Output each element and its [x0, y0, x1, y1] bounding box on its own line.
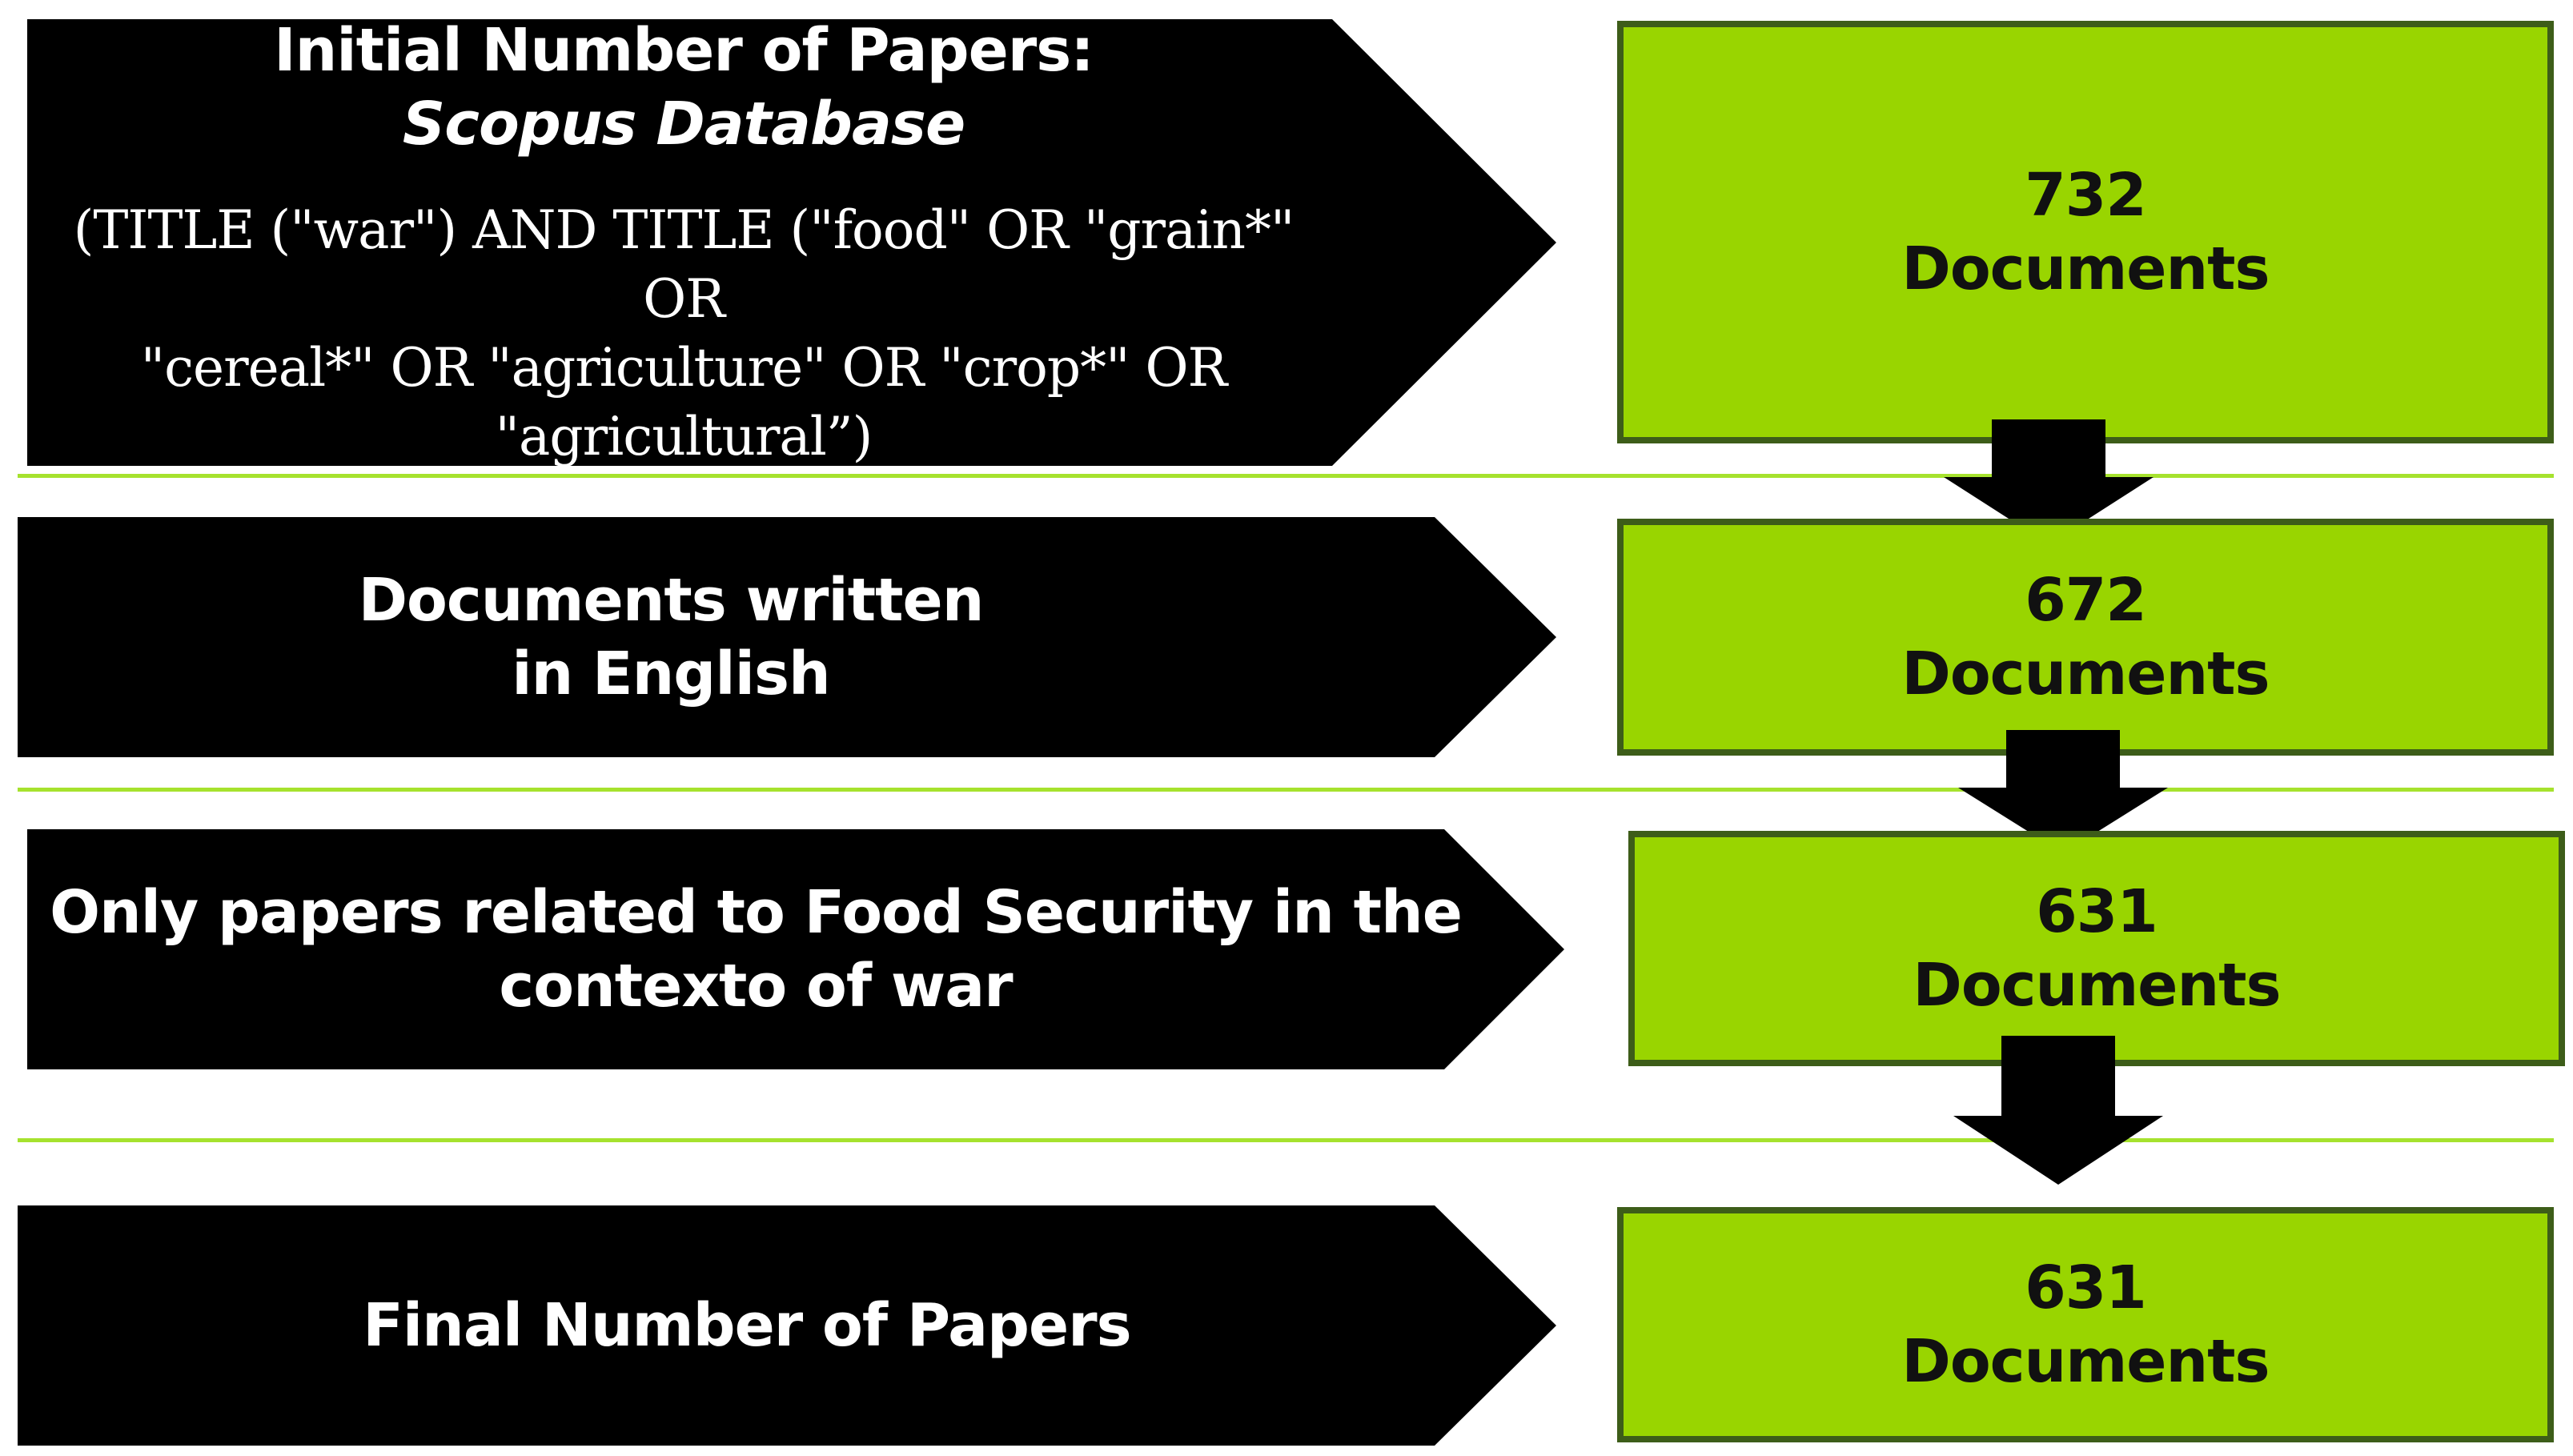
- document-count: 672: [2025, 566, 2146, 635]
- stage-title: Initial Number of Papers:: [274, 16, 1094, 85]
- search-query-line: "agricultural”): [495, 406, 873, 467]
- count-box-english: 672 Documents: [1617, 519, 2554, 756]
- count-box-final: 631 Documents: [1617, 1207, 2554, 1442]
- stage-title-line: in English: [512, 640, 830, 708]
- stage-food-security-filter: Only papers related to Food Security in …: [27, 829, 1564, 1069]
- down-arrow-icon: [1944, 419, 2154, 544]
- separator-line: [18, 474, 2554, 478]
- search-query: (TITLE ("war") AND TITLE ("food" OR "gra…: [27, 196, 1340, 467]
- separator-line: [18, 1138, 2554, 1142]
- separator-line: [18, 788, 2554, 792]
- stage-subtitle: Scopus Database: [402, 90, 965, 158]
- count-box-food-security: 631 Documents: [1628, 831, 2565, 1066]
- document-count-unit: Documents: [1901, 1327, 2270, 1396]
- document-count: 631: [2025, 1253, 2146, 1322]
- document-count: 732: [2025, 161, 2146, 230]
- document-count-unit: Documents: [1901, 235, 2270, 303]
- stage-title: Final Number of Papers: [363, 1291, 1131, 1360]
- document-count-unit: Documents: [1901, 640, 2270, 708]
- down-arrow-icon: [1958, 730, 2168, 853]
- stage-title: Only papers related to Food Security in …: [50, 878, 1463, 947]
- document-count: 631: [2036, 877, 2158, 946]
- down-arrow-icon: [1953, 1036, 2163, 1185]
- stage-final-papers: Final Number of Papers: [18, 1205, 1556, 1446]
- stage-title: Documents written: [358, 566, 985, 635]
- stage-title-line: contexto of war: [499, 952, 1013, 1021]
- search-query-line: "cereal*" OR "agriculture" OR "crop*" OR: [140, 337, 1228, 399]
- search-query-line: (TITLE ("war") AND TITLE ("food" OR "gra…: [73, 199, 1295, 330]
- document-count-unit: Documents: [1913, 951, 2281, 1020]
- stage-english-filter: Documents written in English: [18, 517, 1556, 757]
- count-box-initial: 732 Documents: [1617, 21, 2554, 443]
- stage-initial-papers: Initial Number of Papers: Scopus Databas…: [27, 19, 1556, 466]
